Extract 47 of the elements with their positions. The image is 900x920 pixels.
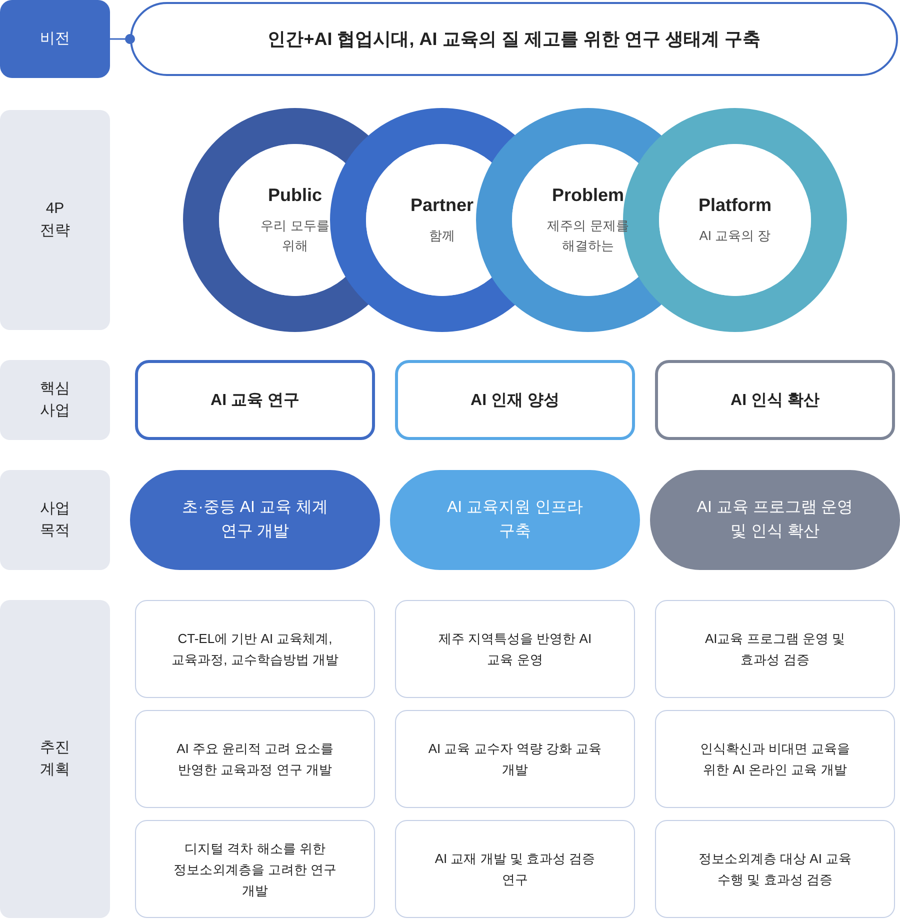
strategy-subtitle: 함께 [428,226,456,244]
plan-card [135,820,375,918]
strategy-title: Problem [552,184,624,206]
plan-card [135,710,375,808]
plan-card [655,820,895,918]
strategy-subtitle: AI 교육의 장 [698,226,772,244]
plan-text: 디지털 격차 해소를 위한 정보소외계층을 고려한 연구 개발 [172,840,338,900]
plan-text: AI 교육 교수자 역량 강화 교육 개발 [428,740,602,779]
goal-text: AI 교육지원 인프라 구축 [446,498,584,542]
plan-card [395,710,635,808]
row-header-tab [0,600,110,918]
vision-text: 인간+AI 협업시대, AI 교육의 질 제고를 위한 연구 생태계 구축 [268,28,760,51]
row-header-tab [0,110,110,330]
plan-text: 인식확신과 비대면 교육을 위한 AI 온라인 교육 개발 [698,740,852,779]
connector-line [110,34,135,44]
row-header: 추진 계획 [39,738,71,780]
plan-text: AI 교재 개발 및 효과성 검증 연구 [434,850,596,889]
strategy-title: Partner [410,194,474,216]
plan-text: CT-EL에 기반 AI 교육체계, 교육과정, 교수학습방법 개발 [170,630,340,669]
core-project-text: AI 교육 연구 [210,390,300,410]
plan-card [135,600,375,698]
row-header: 비전 [39,29,71,49]
row-header: 4P 전략 [39,199,71,241]
strategy-title: Public [268,184,322,206]
core-project-box [655,360,895,440]
strategy-subtitle: 우리 모두를 위해 [260,216,330,254]
strategy-title: Platform [698,194,772,216]
plan-text: AI 주요 윤리적 고려 요소를 반영한 교육과정 연구 개발 [176,740,334,779]
plan-card [655,710,895,808]
core-project-text: AI 인식 확산 [730,390,820,410]
plan-text: 제주 지역특성을 반영한 AI 교육 운영 [437,630,593,669]
row-header: 사업 목적 [39,499,71,541]
plan-text: AI교육 프로그램 운영 및 효과성 검증 [704,630,846,669]
plan-card [395,820,635,918]
goal-text: 초·중등 AI 교육 체계 연구 개발 [181,498,329,542]
row-header-tab [0,360,110,440]
plan-text: 정보소외계층 대상 AI 교육 수행 및 효과성 검증 [697,850,853,889]
row-header: 핵심 사업 [39,379,71,421]
goal-text: AI 교육 프로그램 운영 및 인식 확산 [696,498,854,542]
core-project-text: AI 인재 양성 [470,390,560,410]
row-header-tab [0,0,110,78]
plan-card [395,600,635,698]
core-project-box [395,360,635,440]
plan-card [655,600,895,698]
row-header-tab [0,470,110,570]
core-project-box [135,360,375,440]
goal-pill [650,470,900,570]
